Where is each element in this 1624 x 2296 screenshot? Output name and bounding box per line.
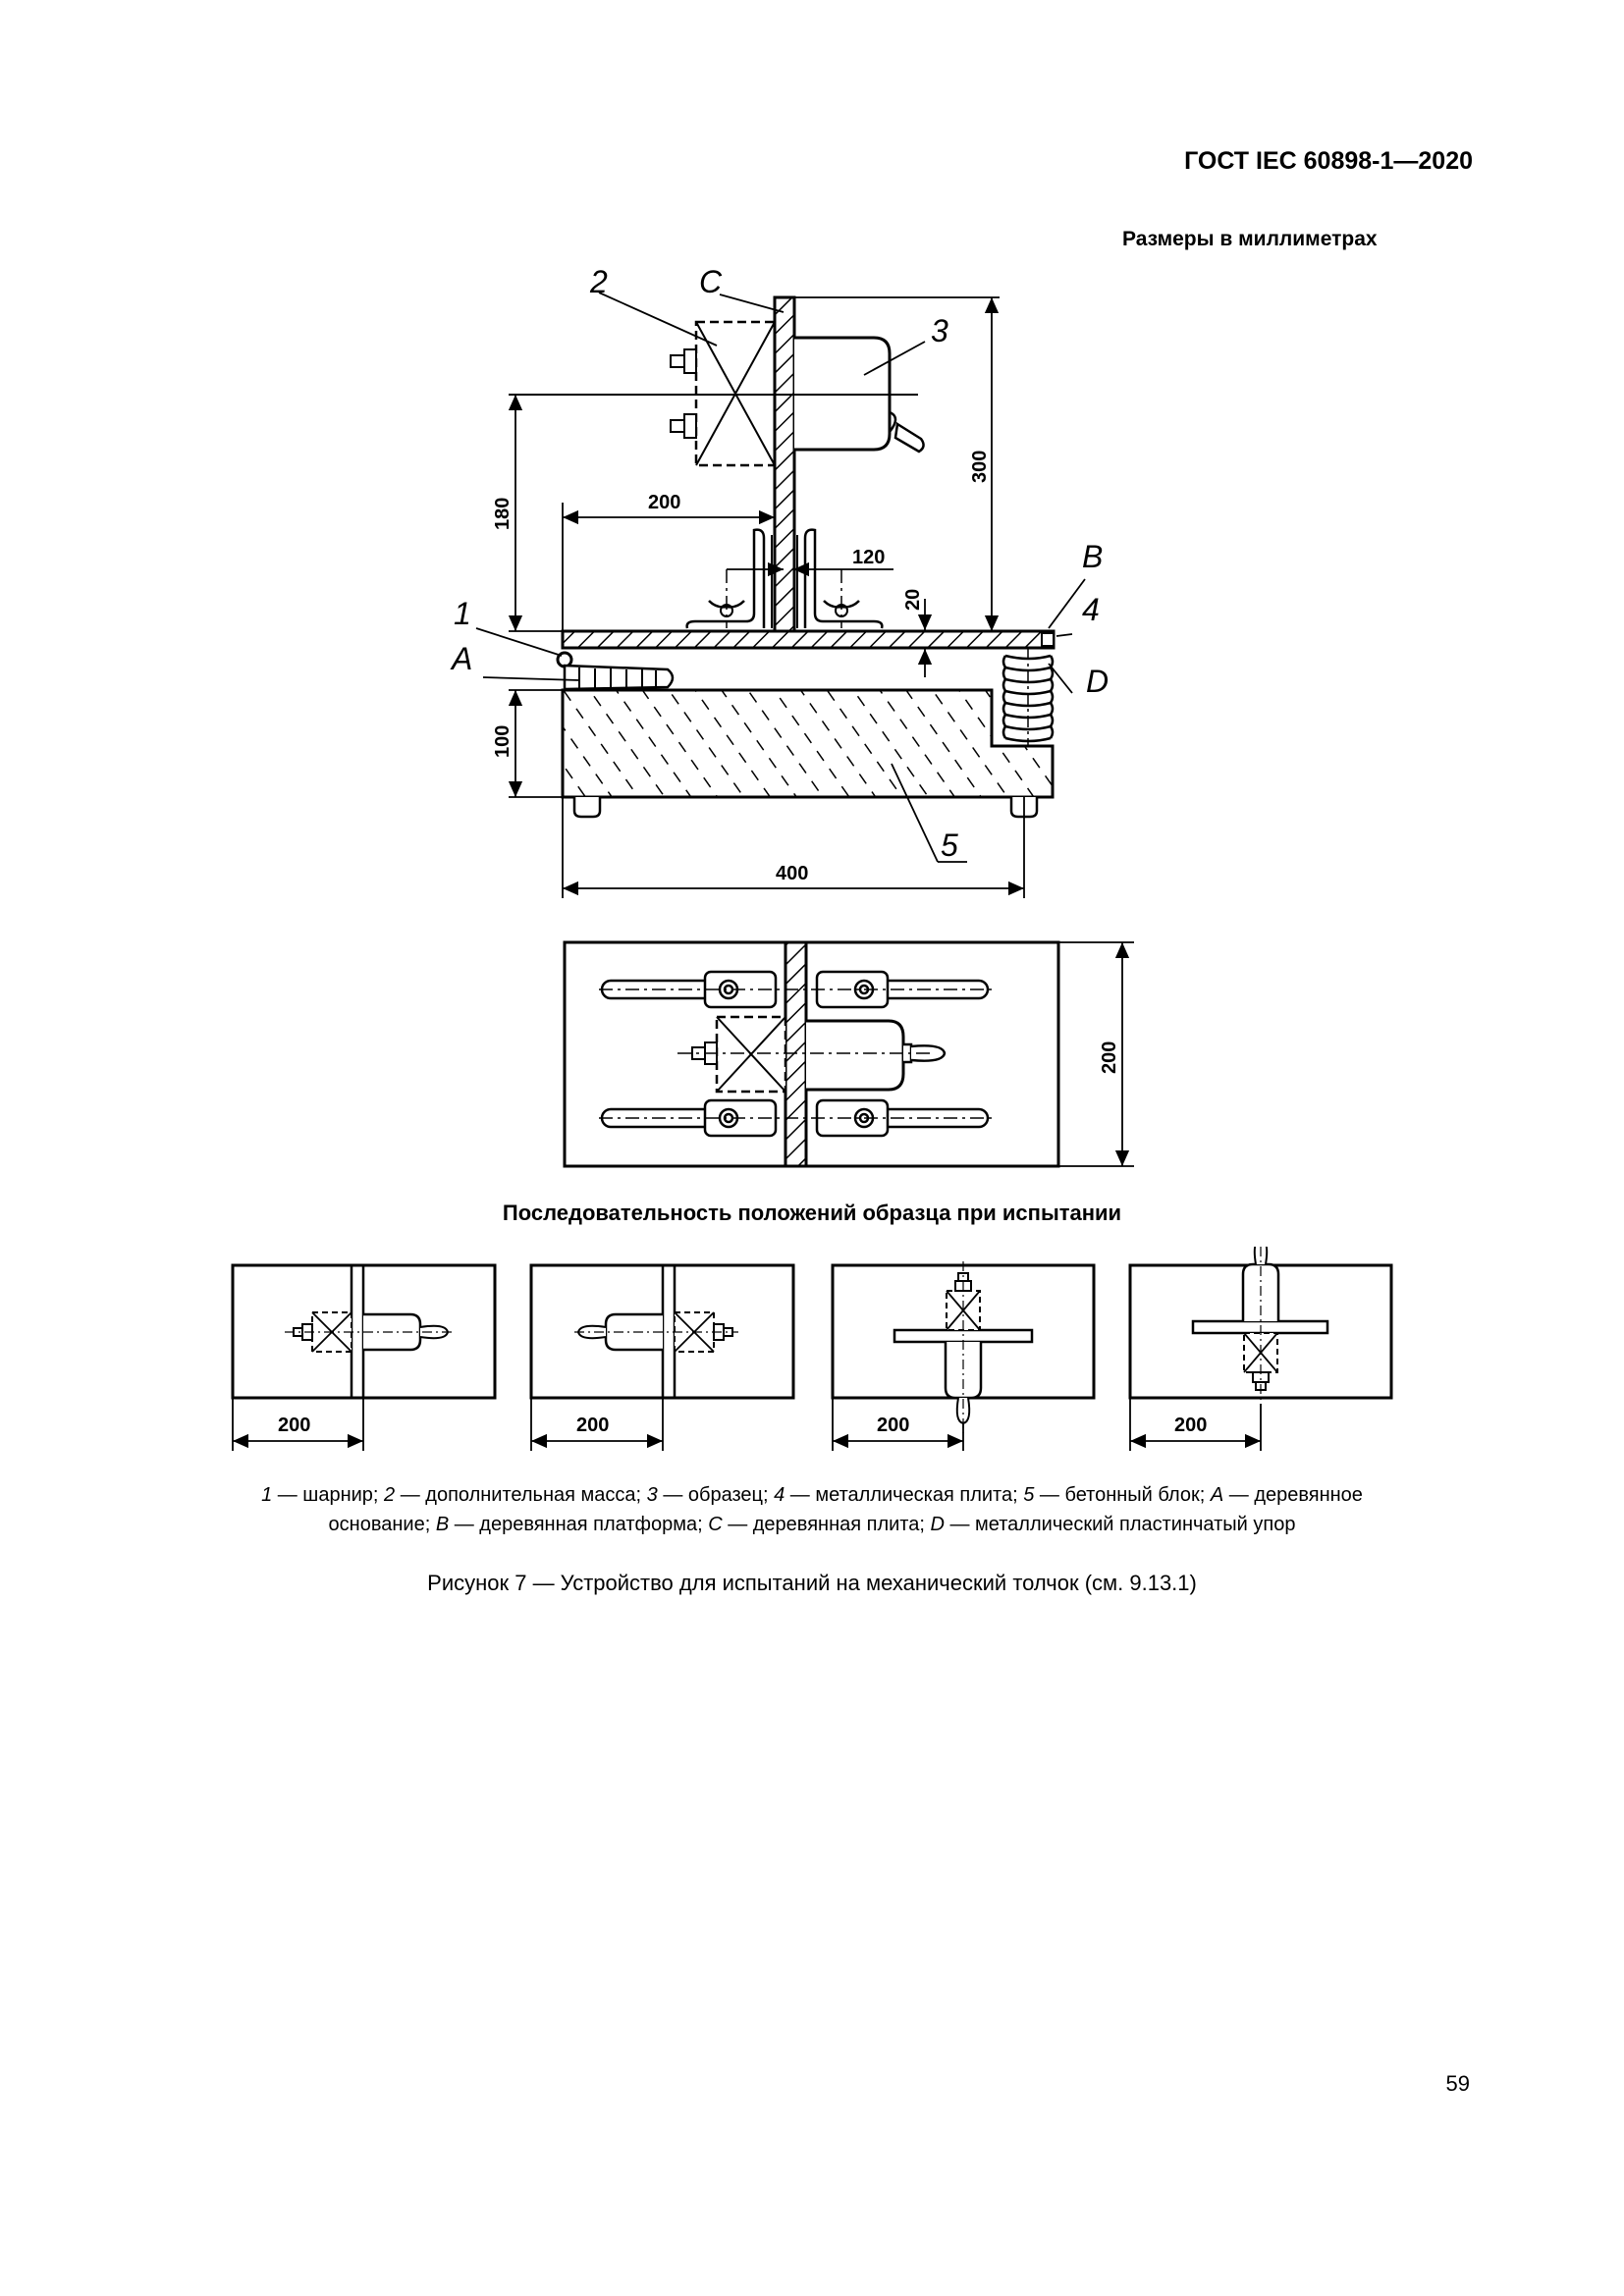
label-5: 5: [941, 828, 958, 863]
dim-20: 20: [902, 589, 924, 611]
wooden-platform: [561, 629, 1056, 650]
page-number: 59: [1445, 2071, 1470, 2096]
dim-100: 100: [492, 725, 514, 758]
label-1: 1: [454, 596, 471, 631]
label-A: A: [450, 641, 472, 676]
label-4: 4: [1082, 592, 1100, 627]
main-drawing: 2 C 3 B 4 D 1 A 5 200 120 400 180 100 20…: [450, 264, 1109, 898]
label-C: C: [699, 264, 723, 299]
concrete-block: [561, 688, 1055, 819]
legend: 1 — шарнир; 2 — дополнительная масса; 3 …: [187, 1480, 1437, 1539]
seq-dim-1: 200: [278, 1415, 310, 1436]
seq-dim-3: 200: [877, 1415, 909, 1436]
spring: [1001, 648, 1055, 746]
dim-120: 120: [852, 547, 885, 568]
label-B: B: [1082, 539, 1103, 574]
standard-header: ГОСТ IEC 60898-1—2020: [1184, 147, 1473, 175]
position-4: [1128, 1247, 1393, 1404]
label-D: D: [1086, 664, 1109, 699]
additional-mass: [670, 320, 777, 467]
vertical-plate: [773, 295, 796, 633]
figure-caption: Рисунок 7 — Устройство для испытаний на …: [427, 1571, 1197, 1595]
wooden-base: [563, 664, 675, 691]
dim-400: 400: [776, 863, 808, 884]
position-2: [529, 1263, 795, 1400]
dim-200: 200: [648, 492, 680, 513]
plan-dim-200: 200: [1099, 1041, 1120, 1074]
position-3: [831, 1261, 1096, 1433]
label-2: 2: [589, 264, 608, 299]
seq-dim-4: 200: [1174, 1415, 1207, 1436]
dim-180: 180: [492, 498, 514, 530]
sequence-title: Последовательность положений образца при…: [502, 1201, 1122, 1225]
units-note: Размеры в миллиметрах: [1122, 228, 1378, 250]
dim-300: 300: [969, 451, 991, 483]
label-3: 3: [931, 313, 948, 348]
position-sequence: 200 200 200 200: [231, 1247, 1393, 1451]
plan-view: 200: [563, 940, 1134, 1168]
legend-line-2: основание; B — деревянная платформа; C —…: [328, 1514, 1296, 1535]
legend-line-1: 1 — шарнир; 2 — дополнительная масса; 3 …: [261, 1484, 1363, 1506]
seq-dim-2: 200: [576, 1415, 609, 1436]
clamp-brackets: [685, 528, 884, 629]
position-1: [231, 1263, 497, 1400]
